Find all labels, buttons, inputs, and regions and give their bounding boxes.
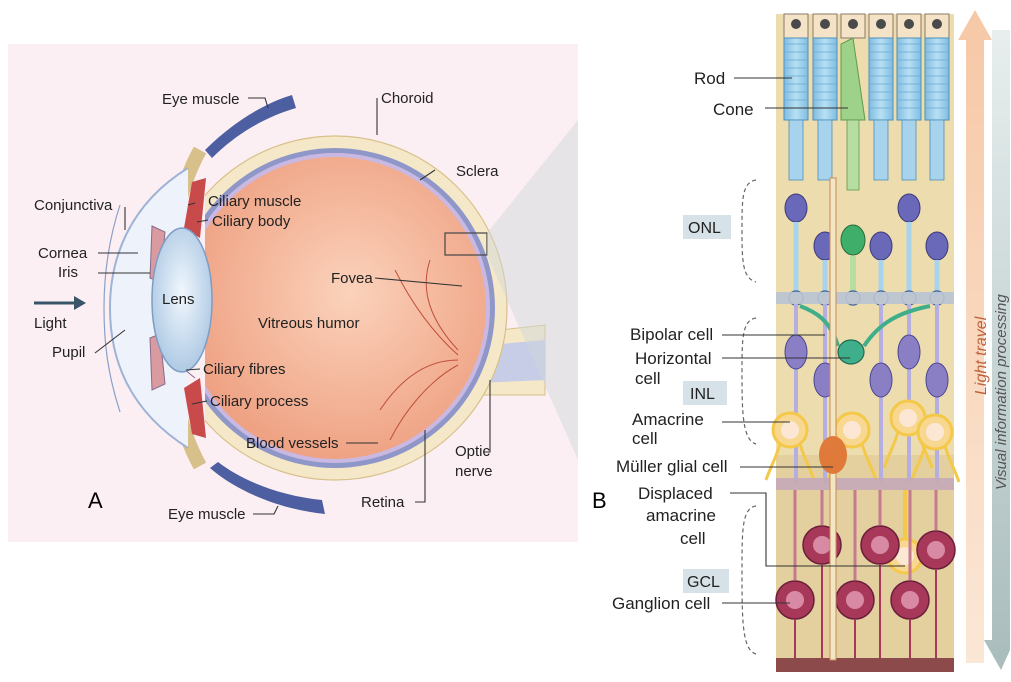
rod-axon xyxy=(794,222,799,296)
nerve-label: nerve xyxy=(455,463,493,480)
pigment-nucleus xyxy=(820,19,830,29)
cone-label: Cone xyxy=(713,100,754,119)
ganglion-nucleus xyxy=(786,591,804,609)
panel-b: B Light travel Visual information proces… xyxy=(592,10,1010,672)
amacrine-nucleus xyxy=(843,421,861,439)
visual-processing-label: Visual information processing xyxy=(993,294,1010,490)
cornea-label: Cornea xyxy=(38,245,88,262)
panel-b-label: B xyxy=(592,488,607,513)
cone-inner-segment xyxy=(847,120,859,190)
rod-inner-segment xyxy=(874,120,888,180)
vitreous-humor-label: Vitreous humor xyxy=(258,315,359,332)
fovea-label: Fovea xyxy=(331,270,373,287)
horizontal-label: Horizontal xyxy=(635,349,712,368)
eye-muscle-top-label: Eye muscle xyxy=(162,91,240,108)
amacrine-label: Amacrine xyxy=(632,410,704,429)
inner-plexiform-layer xyxy=(776,478,954,490)
ganglion-nucleus xyxy=(901,591,919,609)
bipolar-cell xyxy=(870,363,892,397)
pigment-nucleus xyxy=(932,19,942,29)
horizontal-cell-label: cell xyxy=(635,369,661,388)
blood-vessels-label: Blood vessels xyxy=(246,435,339,452)
ganglion-nucleus xyxy=(927,541,945,559)
rod-inner-segment xyxy=(902,120,916,180)
retina-label: Retina xyxy=(361,494,405,511)
inl-tag: INL xyxy=(690,386,715,403)
rod-inner-segment xyxy=(930,120,944,180)
pigment-nucleus xyxy=(904,19,914,29)
amacrine-nucleus xyxy=(899,409,917,427)
displaced-amacrine-label: amacrine xyxy=(646,506,716,525)
eye-muscle-bottom-label: Eye muscle xyxy=(168,506,246,523)
rod-axon xyxy=(907,222,912,296)
sclera-label: Sclera xyxy=(456,163,499,180)
bipolar-cell xyxy=(926,363,948,397)
displaced-cell-label: cell xyxy=(680,529,706,548)
optic-label: Optic xyxy=(455,443,491,460)
nerve-fiber-layer xyxy=(776,658,954,672)
rod-nucleus xyxy=(870,232,892,260)
horizontal-cell xyxy=(838,340,864,364)
muller-glial-process xyxy=(830,178,836,660)
displaced-label: Displaced xyxy=(638,484,713,503)
panel-a: Eye muscle Choroid Sclera Conjunctiva Ci… xyxy=(8,44,578,542)
gcl-tag: GCL xyxy=(687,574,720,591)
iris-label: Iris xyxy=(58,264,78,281)
ciliary-process-label: Ciliary process xyxy=(210,393,308,410)
rod-inner-segment xyxy=(789,120,803,180)
bipolar-cell-label: Bipolar cell xyxy=(630,325,713,344)
ganglion-nucleus xyxy=(813,536,831,554)
bipolar-process xyxy=(907,304,911,482)
rod-nucleus xyxy=(898,194,920,222)
conjunctiva-label: Conjunctiva xyxy=(34,197,113,214)
outer-plexiform-layer xyxy=(776,292,954,304)
cone-nucleus xyxy=(841,225,865,255)
pupil-label: Pupil xyxy=(52,344,85,361)
bipolar-cell xyxy=(785,335,807,369)
light-label: Light xyxy=(34,315,67,332)
ciliary-body-label: Ciliary body xyxy=(212,213,291,230)
lens-label: Lens xyxy=(162,291,195,308)
amacrine-nucleus xyxy=(781,421,799,439)
pigment-nucleus xyxy=(848,19,858,29)
pigment-nucleus xyxy=(791,19,801,29)
choroid-label: Choroid xyxy=(381,90,434,107)
ganglion-nucleus xyxy=(846,591,864,609)
layer-braces xyxy=(742,180,756,654)
panel-a-label: A xyxy=(88,488,103,513)
ganglion-nucleus xyxy=(871,536,889,554)
amacrine-nucleus xyxy=(926,423,944,441)
rod-inner-segment xyxy=(818,120,832,180)
bipolar-process xyxy=(794,304,798,482)
muller-glial-cell-body xyxy=(819,436,847,474)
cone-axon xyxy=(850,256,856,296)
light-travel-label: Light travel xyxy=(973,316,990,395)
rod-label: Rod xyxy=(694,69,725,88)
ciliary-fibres-label: Ciliary fibres xyxy=(203,361,286,378)
muller-glial-cell-label: Müller glial cell xyxy=(616,457,727,476)
ciliary-muscle-label: Ciliary muscle xyxy=(208,193,301,210)
bipolar-cell xyxy=(898,335,920,369)
ganglion-cell-label: Ganglion cell xyxy=(612,594,710,613)
amacrine-cell-label: cell xyxy=(632,429,658,448)
onl-tag: ONL xyxy=(688,220,721,237)
pigment-nucleus xyxy=(876,19,886,29)
rod-nucleus xyxy=(926,232,948,260)
rod-nucleus xyxy=(785,194,807,222)
